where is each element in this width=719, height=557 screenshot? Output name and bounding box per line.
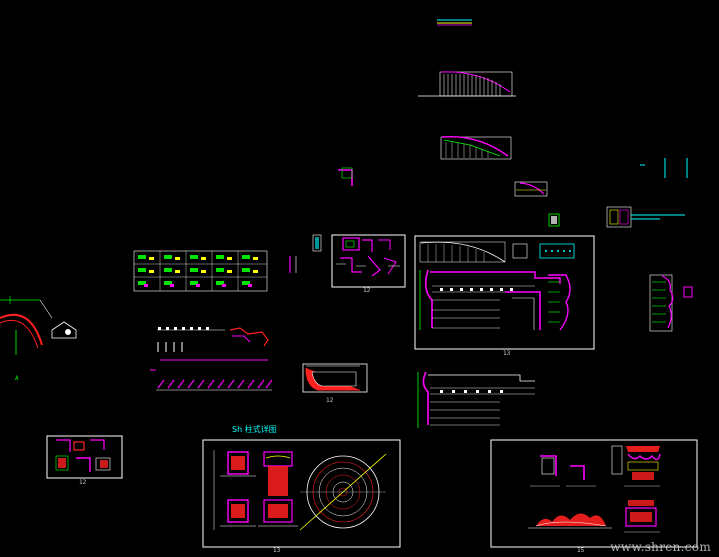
svg-text:A: A — [15, 375, 19, 382]
sheet-15-number: 15 — [577, 547, 585, 554]
cornice-profile-2 — [440, 135, 512, 160]
sheet-13-frame: 13 — [414, 235, 595, 357]
sheet-12-red-cornice: 12 — [302, 363, 368, 404]
sheet-13b-number: 13 — [273, 547, 281, 554]
sheet-12c-number: 12 — [79, 479, 87, 486]
top-cornice-strip — [437, 19, 472, 26]
cornice-profile-1 — [418, 71, 516, 97]
moulding-samples — [150, 327, 273, 391]
small-detail-cluster-right — [514, 181, 560, 227]
entablature-detail — [417, 371, 535, 428]
cyan-elevation-right — [606, 158, 688, 228]
small-pilaster-details — [289, 167, 353, 273]
sheet-13-number: 13 — [503, 350, 511, 357]
sheet-13-column-plan: Sh 柱式详图 13 — [202, 424, 401, 554]
sheet-12-number: 12 — [363, 287, 371, 294]
left-arch-detail: A — [0, 296, 77, 382]
center-title: Sh 柱式详图 — [232, 424, 277, 434]
right-column-profile — [649, 274, 693, 332]
detail-table-grid — [133, 250, 268, 292]
sheet-12-frame: 12 — [331, 234, 406, 294]
watermark: www.shren.com — [610, 540, 711, 554]
sheet-12-bottom-left: 12 — [46, 435, 123, 486]
sheet-12b-number: 12 — [326, 397, 334, 404]
sheet-15-frame: 15 — [490, 439, 698, 554]
